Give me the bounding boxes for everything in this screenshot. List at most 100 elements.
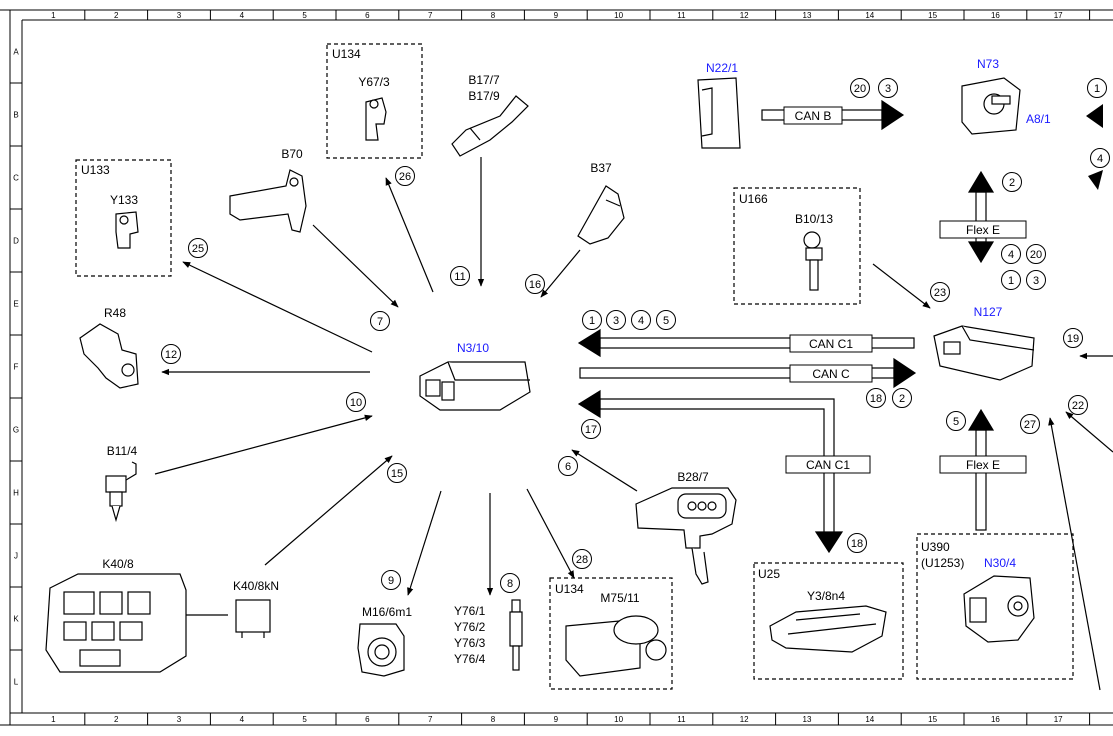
ruler-column-label: 11 <box>677 11 686 20</box>
ruler-column-label: 1 <box>51 715 56 724</box>
u1253-label: (U1253) <box>921 556 964 570</box>
y76-2-label: Y76/2 <box>454 620 486 634</box>
callout-number: 27 <box>1024 419 1036 431</box>
callout-number: 11 <box>454 271 465 283</box>
a8-1-label: A8/1 <box>1026 112 1051 126</box>
k40-8-drawing <box>45 573 187 673</box>
callout-circle-3: 3 <box>878 78 898 98</box>
callout-number: 3 <box>1033 275 1039 287</box>
ruler-column-label: 16 <box>991 11 1000 20</box>
callout-circle-26: 26 <box>395 166 415 186</box>
ruler-row-label: A <box>13 48 19 57</box>
ruler-column-label: 11 <box>677 715 686 724</box>
ruler-column-label: 6 <box>365 11 370 20</box>
arrow-b28-to-center <box>571 449 638 492</box>
can-b-label: CAN B <box>795 109 832 123</box>
callout-number: 5 <box>663 315 669 327</box>
u133-label: U133 <box>81 163 110 177</box>
arrow-b10-to-n127 <box>872 263 931 309</box>
ruler-row-label: E <box>13 300 18 309</box>
ruler-column-label: 12 <box>740 11 749 20</box>
callout-number: 15 <box>391 468 403 480</box>
ruler-column-label: 5 <box>302 715 307 724</box>
callout-circle-28: 28 <box>572 549 592 569</box>
ruler-column-label: 6 <box>365 715 370 724</box>
u25-label: U25 <box>758 567 780 581</box>
ruler-column-label: 9 <box>554 11 559 20</box>
y3-8n4-label: Y3/8n4 <box>807 589 845 603</box>
callout-circle-20: 20 <box>1026 244 1046 264</box>
ruler-row-label: F <box>14 363 19 372</box>
b17-7-label: B17/7 <box>468 73 500 87</box>
r48-label: R48 <box>104 306 126 320</box>
callout-number: 26 <box>399 171 411 183</box>
n127-drawing <box>933 325 1035 381</box>
ruler-row-label: G <box>13 426 19 435</box>
ruler-column-label: 4 <box>240 715 245 724</box>
ruler-frame <box>0 9 1113 726</box>
u134-bottom-label: U134 <box>555 582 584 596</box>
ruler-column-label: 4 <box>240 11 245 20</box>
ruler-row-label: D <box>13 237 19 246</box>
can-c1-bottom-label: CAN C1 <box>806 458 850 472</box>
callout-number: 12 <box>165 349 177 361</box>
arrow-k40-to-center <box>264 455 393 566</box>
y133-label: Y133 <box>110 193 138 207</box>
b17-sensor-drawing <box>451 95 529 157</box>
k40-8kn-label: K40/8kN <box>233 579 279 593</box>
n73-label: N73 <box>977 57 999 71</box>
callout-circle-11: 11 <box>450 266 470 286</box>
callout-circle-2: 2 <box>892 388 912 408</box>
callout-circle-18: 18 <box>847 533 867 553</box>
ruler-column-label: 2 <box>114 715 119 724</box>
callout-circle-22: 22 <box>1068 395 1088 415</box>
callout-circle-17: 17 <box>581 419 601 439</box>
ruler-column-label: 7 <box>428 11 433 20</box>
callout-circle-1: 1 <box>1087 78 1107 98</box>
ruler-column-label: 16 <box>991 715 1000 724</box>
y76-3-label: Y76/3 <box>454 636 486 650</box>
ruler-column-label: 1 <box>51 11 56 20</box>
u166-label: U166 <box>739 192 768 206</box>
ruler-column-label: 5 <box>302 11 307 20</box>
callout-circle-8: 8 <box>500 573 520 593</box>
callout-circle-18: 18 <box>866 388 886 408</box>
k40-8kn-drawing <box>235 599 271 638</box>
callout-number: 1 <box>589 315 595 327</box>
callout-number: 4 <box>1008 249 1014 261</box>
ruler-column-label: 2 <box>114 11 119 20</box>
y67-3-drawing <box>365 97 387 141</box>
b10-13-drawing <box>803 231 823 291</box>
y133-drawing <box>115 211 139 249</box>
ruler-row-label: J <box>14 552 18 561</box>
callout-circle-16: 16 <box>525 274 545 294</box>
b28-7-drawing <box>635 487 737 585</box>
arrow-to-n127-22 <box>1065 411 1113 453</box>
flex-e-top-label: Flex E <box>966 223 1000 237</box>
arrow-b70-to-center <box>312 224 399 308</box>
callout-circle-4: 4 <box>1001 244 1021 264</box>
b17-9-label: B17/9 <box>468 89 500 103</box>
ruler-column-label: 7 <box>428 715 433 724</box>
n3-10-ecu-drawing <box>419 361 531 411</box>
ruler-row-label: K <box>13 615 19 624</box>
flex-e-bottom-bus <box>967 408 995 531</box>
ruler-column-label: 13 <box>803 715 812 724</box>
callout-number: 4 <box>638 315 644 327</box>
ruler-row-label: C <box>13 174 19 183</box>
arrow-b37-to-center <box>540 249 581 298</box>
callout-number: 19 <box>1067 333 1079 345</box>
b70-drawing <box>229 169 307 233</box>
u134-top-box <box>326 43 423 159</box>
m16-6m1-label: M16/6m1 <box>362 605 412 619</box>
callout-number: 2 <box>899 393 905 405</box>
callout-number: 20 <box>1030 249 1042 261</box>
callout-number: 8 <box>507 578 513 590</box>
ruler-column-label: 14 <box>865 715 874 724</box>
ruler-row-label: B <box>13 111 18 120</box>
m75-11-drawing <box>565 615 667 677</box>
callout-number: 22 <box>1072 400 1084 412</box>
